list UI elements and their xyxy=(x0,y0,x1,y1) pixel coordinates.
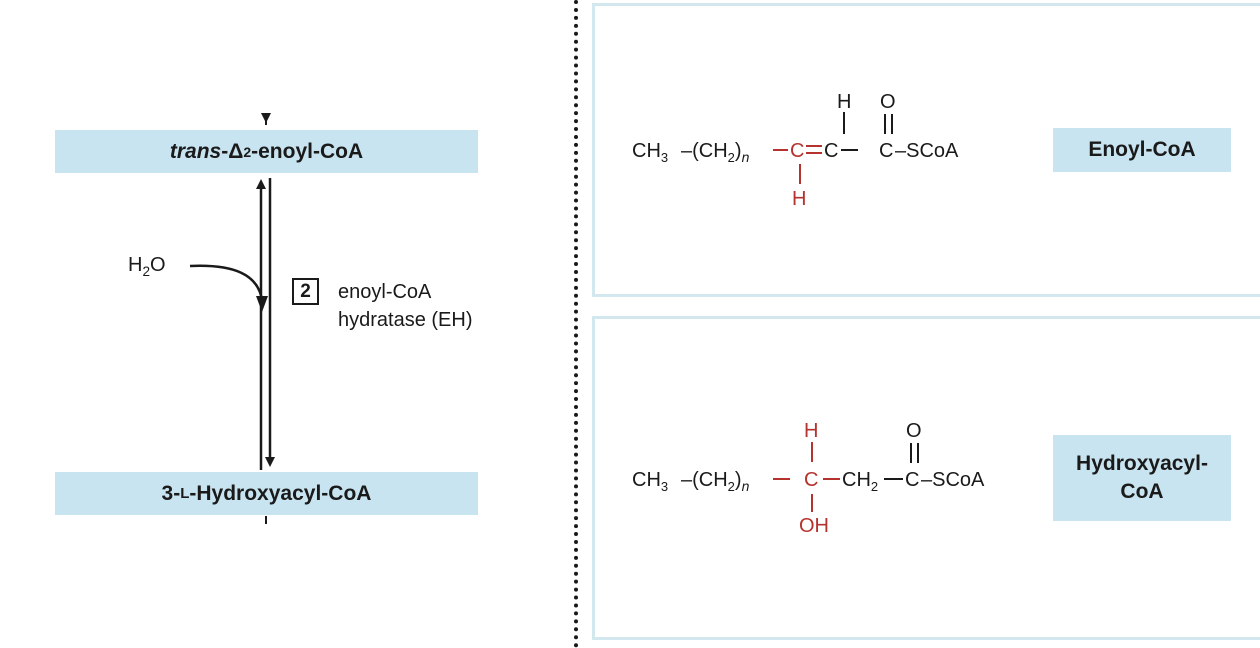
enoyl-coa-structure: CH3 –(CH2)n C C H H O C –SCoA xyxy=(632,91,959,210)
product-label-hydroxyacyl-coa: 3-L-Hydroxyacyl-CoA xyxy=(55,472,478,515)
enzyme-name: enoyl-CoA hydratase (EH) xyxy=(338,278,538,334)
hydroxy-carbonyl-c: C xyxy=(905,469,919,491)
trans-prefix: trans xyxy=(169,139,222,163)
enoyl-chain: –(CH2)n xyxy=(681,140,750,165)
enoyl-carbonyl-c: C xyxy=(879,140,893,162)
hydroxy-ch3: CH3 xyxy=(632,469,668,494)
hydroxy-ch2: CH2 xyxy=(842,469,878,494)
water-arrowhead xyxy=(256,296,268,312)
water-sub: 2 xyxy=(142,264,151,279)
hydroxyacyl-coa-name-tag: Hydroxyacyl- CoA xyxy=(1053,435,1231,521)
enoyl-h-top: H xyxy=(837,91,851,113)
water-curved-arrow xyxy=(189,264,264,301)
hydroxyacyl-coa-text: -Hydroxyacyl-CoA xyxy=(189,481,372,505)
hydroxy-carbonyl-o: O xyxy=(906,420,922,442)
hydroxy-chain: –(CH2)n xyxy=(681,469,750,494)
l-configuration: L xyxy=(180,485,190,502)
hydroxy-alpha-c: C xyxy=(804,469,818,491)
delta-symbol: -Δ xyxy=(221,139,244,163)
enoyl-ch3: CH3 xyxy=(632,140,668,165)
water-o: O xyxy=(150,254,166,276)
delta-superscript: 2 xyxy=(243,143,252,160)
dotted-divider xyxy=(574,0,578,648)
hydroxy-h-top: H xyxy=(804,420,818,442)
hydroxy-oh: OH xyxy=(799,515,829,537)
hydroxyacyl-coa-structure: CH3 –(CH2)n H C OH CH2 O C –SCoA xyxy=(632,420,985,537)
enoyl-h-bottom: H xyxy=(792,188,806,210)
enoyl-coa-text: -enoyl-CoA xyxy=(251,139,364,163)
water-reactant: H2O xyxy=(128,254,166,279)
hydroxyacyl-name-line1: Hydroxyacyl- xyxy=(1076,452,1208,475)
enzyme-step-number: 2 xyxy=(292,278,319,305)
enzyme-name-line2: hydratase (EH) xyxy=(338,309,473,331)
enzyme-name-line1: enoyl-CoA xyxy=(338,281,432,303)
enoyl-double-c2: C xyxy=(824,140,838,162)
hydroxy-scoa: –SCoA xyxy=(921,469,985,491)
enoyl-carbonyl-o: O xyxy=(880,91,896,113)
reaction-arrows xyxy=(189,113,275,524)
hydroxyacyl-name-line2: CoA xyxy=(1120,480,1164,503)
enoyl-double-c1: C xyxy=(790,140,804,162)
enoyl-coa-name-tag: Enoyl-CoA xyxy=(1053,128,1231,172)
entry-arrowhead xyxy=(261,113,271,123)
position-prefix: 3- xyxy=(161,481,181,505)
water-h: H xyxy=(128,254,143,276)
enoyl-scoa: –SCoA xyxy=(895,140,959,162)
